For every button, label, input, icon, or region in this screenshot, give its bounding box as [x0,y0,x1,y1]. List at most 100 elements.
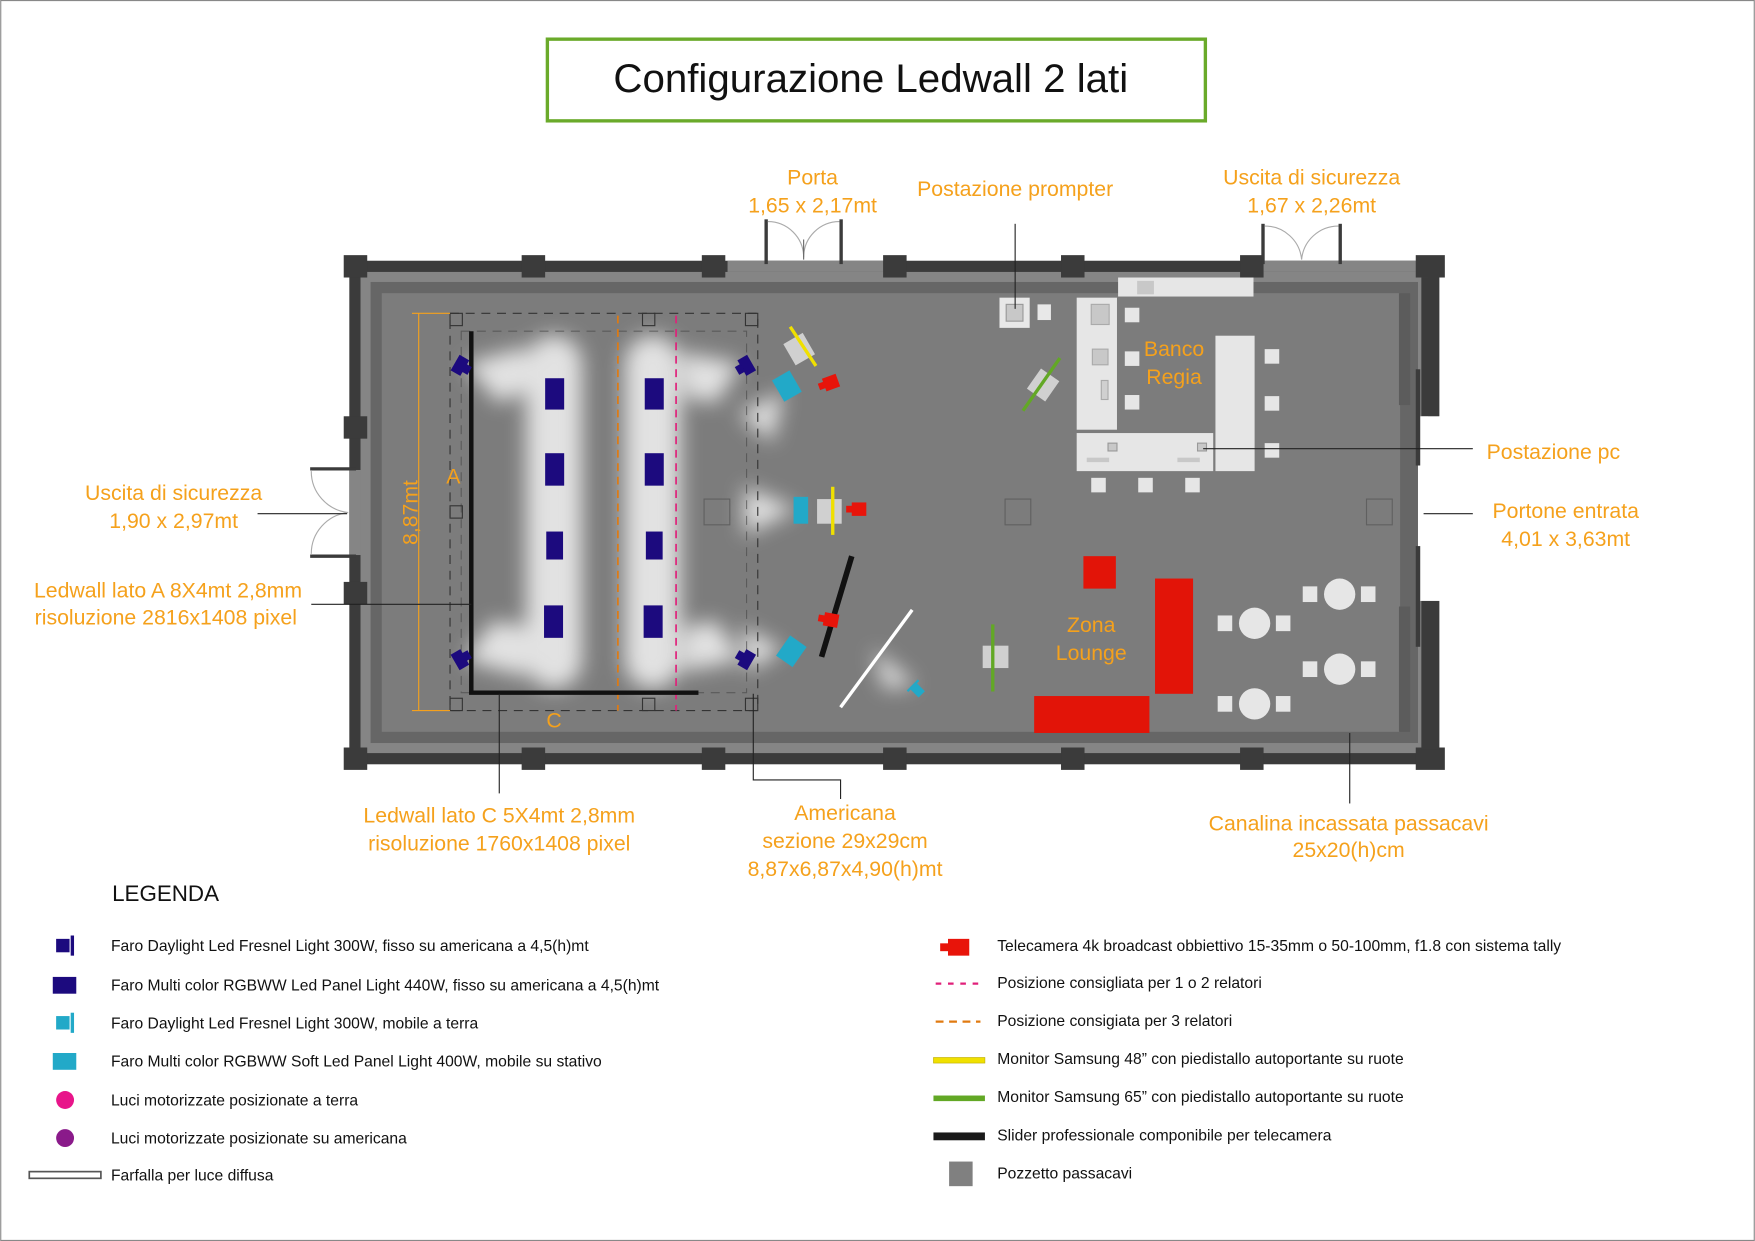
legend-label: Slider professionale componibile per tel… [997,1127,1331,1144]
legend-item: Luci motorizzate posizionate a terra [56,1091,358,1110]
legend-item: Faro Multi color RGBWW Led Panel Light 4… [52,976,660,994]
banco-regia-label-1: Banco [1144,337,1204,361]
monitors [783,325,1062,692]
legend-item: Faro Multi color RGBWW Soft Led Panel Li… [52,1053,602,1070]
soft-panels [771,370,925,698]
cable-label-2: 25x20(h)cm [1293,838,1405,862]
cable-pit [1365,498,1393,526]
banco-regia [1076,277,1280,493]
legend-label: Telecamera 4k broadcast obbiettivo 15-35… [997,938,1561,955]
led-panel [545,378,565,410]
banco-regia-label-2: Regia [1146,365,1202,389]
legend-label: Faro Daylight Led Fresnel Light 300W, mo… [111,1015,479,1032]
lounge-label-2: Lounge [1056,641,1127,665]
lounge-tables [1217,578,1376,720]
legend-item: Slider professionale componibile per tel… [933,1127,1332,1144]
legend-left: Faro Daylight Led Fresnel Light 300W, fi… [28,935,660,1185]
exit-top-size: 1,67 x 2,26mt [1247,194,1376,218]
leader-lines [257,223,1473,804]
camera-slider [818,555,855,658]
ledwall-c-letter: C [546,708,561,732]
butterfly-diffuser-icon [28,1170,102,1180]
legend-label: Luci motorizzate posizionate a terra [111,1093,358,1110]
monitor-65-icon [933,1095,985,1102]
entrance-right [1398,293,1448,732]
cable-pit [1004,498,1032,526]
camera-icon [817,612,840,628]
legend-label: Monitor Samsung 65” con piedistallo auto… [997,1089,1404,1106]
led-panel [544,605,564,638]
entrance-size: 4,01 x 3,63mt [1501,527,1630,551]
pc-label: Postazione pc [1487,440,1621,464]
soft-panel [793,496,809,524]
cable-pits [703,498,1393,526]
ledwall-c-label-1: Ledwall lato C 5X4mt 2,8mm [363,803,635,827]
slider-icon [933,1132,985,1141]
page-title: Configurazione Ledwall 2 lati [613,56,1128,101]
led-panel [644,453,664,486]
exit-left-size: 1,90 x 2,97mt [109,509,238,533]
monitor-48 [788,325,818,367]
fresnel-fixed-icon [56,935,75,956]
fresnel-floor-icon [56,1012,75,1033]
exit-left-label: Uscita di sicurezza [85,481,262,505]
soft-panel [776,635,807,668]
chairs [1091,307,1280,493]
entrance-label: Portone entrata [1492,499,1639,523]
legend-item: Faro Daylight Led Fresnel Light 300W, mo… [56,1012,479,1033]
legend-label: Farfalla per luce diffusa [111,1168,274,1185]
truss-label-3: 8,87x6,87x4,90(h)mt [748,857,943,881]
door-top-right [1261,223,1416,272]
legend-item: Telecamera 4k broadcast obbiettivo 15-35… [940,938,1561,956]
building [310,219,1448,770]
led-panel [643,605,663,638]
led-panel [644,378,664,410]
led-panel [545,453,565,486]
door-top [727,219,884,272]
legend-item: Faro Daylight Led Fresnel Light 300W, fi… [56,935,589,956]
cable-pit-icon [949,1161,973,1187]
soft-panel-icon [52,1053,77,1070]
legend-item: Farfalla per luce diffusa [28,1168,274,1185]
prompter-station [999,297,1051,328]
legend-label: Faro Multi color RGBWW Led Panel Light 4… [111,977,660,994]
lounge-label-1: Zona [1067,613,1116,637]
ledwall-a-label-2: risoluzione 2816x1408 pixel [35,605,297,629]
moving-light-truss-icon [56,1129,75,1148]
led-panel-fixed-icon [52,976,77,994]
exit-top-label: Uscita di sicurezza [1223,166,1400,190]
legend-item: Posizione consigliata per 1 o 2 relatori [935,975,1262,992]
legend-item: Monitor Samsung 48” con piedistallo auto… [933,1051,1404,1068]
legend-title: LEGENDA [112,881,219,906]
legend-label: Pozzetto passacavi [997,1165,1132,1182]
door-top-size: 1,65 x 2,17mt [748,194,877,218]
ledwall-c-label-2: risoluzione 1760x1408 pixel [368,831,630,855]
fresnel-icon [450,354,472,376]
legend-item: Pozzetto passacavi [949,1161,1132,1187]
fresnel-icon [450,649,472,671]
truss-fresnels [450,354,757,671]
truss-label-1: Americana [794,801,896,825]
lounge-sofas [1034,556,1194,733]
title-box: Configurazione Ledwall 2 lati [545,37,1208,123]
camera-icon [940,938,970,956]
ledwall-a-label-1: Ledwall lato A 8X4mt 2,8mm [34,579,302,603]
led-panel [645,531,663,560]
legend-item: Luci motorizzate posizionate su american… [56,1129,407,1148]
fresnel-icon [734,354,757,376]
door-top-label: Porta [787,166,838,190]
legend-label: Posizione consigiata per 3 relatori [997,1013,1232,1030]
fresnel-icon [734,649,757,671]
dimension-line [411,312,451,712]
soft-panel [771,370,802,402]
pillars [343,255,1445,770]
legend-item: Monitor Samsung 65” con piedistallo auto… [933,1089,1404,1106]
moving-light-floor-icon [56,1091,75,1109]
ledwall-a-letter: A [446,464,461,488]
monitor-65 [1021,357,1062,412]
monitor-48-icon [933,1057,986,1064]
legend-item: Posizione consigiata per 3 relatori [935,1013,1232,1030]
cable-pit [703,498,731,526]
legend-label: Monitor Samsung 48” con piedistallo auto… [997,1051,1404,1068]
